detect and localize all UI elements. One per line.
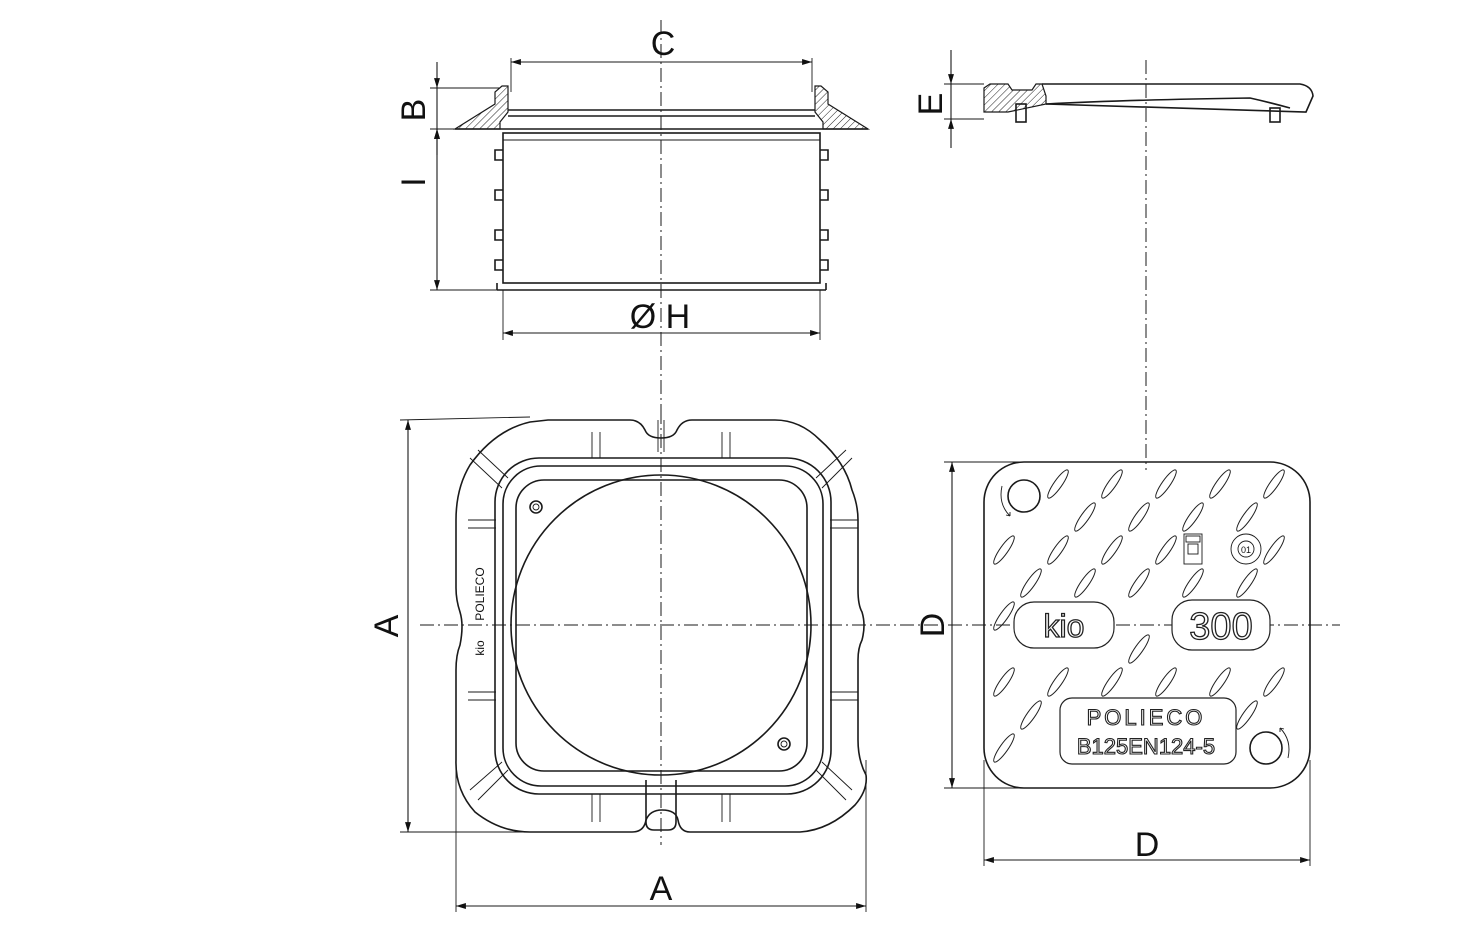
dimension-label-c: C — [651, 25, 676, 63]
cover-standard-text: B125EN124- — [1077, 734, 1203, 759]
dimension-label-i: I — [395, 177, 433, 186]
grip-diamond — [993, 667, 1015, 697]
grip-diamond — [1236, 502, 1258, 532]
grip-diamond — [1263, 469, 1285, 499]
grip-diamond — [1155, 469, 1177, 499]
grip-diamond — [1047, 469, 1069, 499]
grip-diamond — [1047, 667, 1069, 697]
certification-badge — [1183, 533, 1203, 565]
cover-outline — [983, 461, 1311, 789]
frame-flange-left — [452, 85, 509, 130]
cover-plan-view: kio 300 POLIECO B125EN124-5 01 D — [914, 461, 1311, 866]
patent-badge: 01 — [1230, 533, 1262, 565]
grip-diamond — [1128, 502, 1150, 532]
grip-diamond — [1101, 469, 1123, 499]
frame-brand-text: POLIECO — [473, 567, 487, 620]
grip-diamond — [1074, 502, 1096, 532]
grip-diamond — [1128, 634, 1150, 664]
dimension-label-b: B — [395, 99, 433, 122]
grip-diamond — [1263, 535, 1285, 565]
grip-diamond — [1128, 568, 1150, 598]
frame-logo-text: kio — [473, 640, 487, 656]
grip-diamond — [1155, 535, 1177, 565]
dimension-label-d-horizontal: D — [1135, 826, 1160, 864]
grip-diamond — [1209, 667, 1231, 697]
cover-brand-text: POLIECO — [1087, 705, 1206, 730]
dimension-label-e: E — [912, 93, 950, 116]
grip-diamond — [993, 601, 1015, 631]
cover-section-hatch — [983, 83, 1047, 113]
cover-size-plate — [1171, 599, 1271, 651]
frame-inner-rim — [494, 457, 832, 795]
cover-size-text: 300 — [1189, 606, 1252, 648]
dimension-label-a-horizontal: A — [650, 870, 673, 908]
dimension-label-d-vertical: D — [914, 613, 952, 638]
cover-logo-plate — [1013, 601, 1115, 649]
frame-side-view: C B I Ø H — [395, 20, 871, 410]
grip-diamond — [1101, 535, 1123, 565]
grip-diamond — [1020, 568, 1042, 598]
grip-diamond — [1074, 568, 1096, 598]
svg-text:B125EN124-5: B125EN124-5 — [1077, 734, 1215, 759]
frame-plan-view: POLIECO kio A A — [368, 410, 1340, 912]
grip-diamond — [1101, 667, 1123, 697]
grip-diamond — [993, 535, 1015, 565]
cover-side-view: E — [912, 50, 1314, 470]
lifting-hole-bottom-right — [1249, 731, 1283, 765]
grip-diamond — [1047, 535, 1069, 565]
cover-logo-text: kio — [1044, 608, 1085, 644]
grip-diamond — [993, 733, 1015, 763]
dimension-label-h: Ø H — [630, 298, 690, 336]
grip-diamond — [1236, 700, 1258, 730]
frame-body — [502, 132, 821, 284]
cover-grip-pattern — [993, 469, 1285, 763]
cover-brand-plate — [1059, 697, 1237, 765]
cover-standard-suffix: 5 — [1203, 734, 1215, 759]
frame-outer-contour — [455, 419, 868, 833]
grip-diamond — [1182, 502, 1204, 532]
grip-diamond — [1182, 568, 1204, 598]
dimension-label-a-vertical: A — [368, 614, 406, 637]
patent-number-text: 01 — [1241, 545, 1251, 555]
grip-diamond — [1155, 667, 1177, 697]
grip-diamond — [1263, 667, 1285, 697]
frame-flange-right — [814, 85, 871, 130]
grip-diamond — [1236, 568, 1258, 598]
grip-diamond — [1020, 700, 1042, 730]
grip-diamond — [1209, 469, 1231, 499]
lifting-hole-top-left — [1007, 479, 1041, 513]
